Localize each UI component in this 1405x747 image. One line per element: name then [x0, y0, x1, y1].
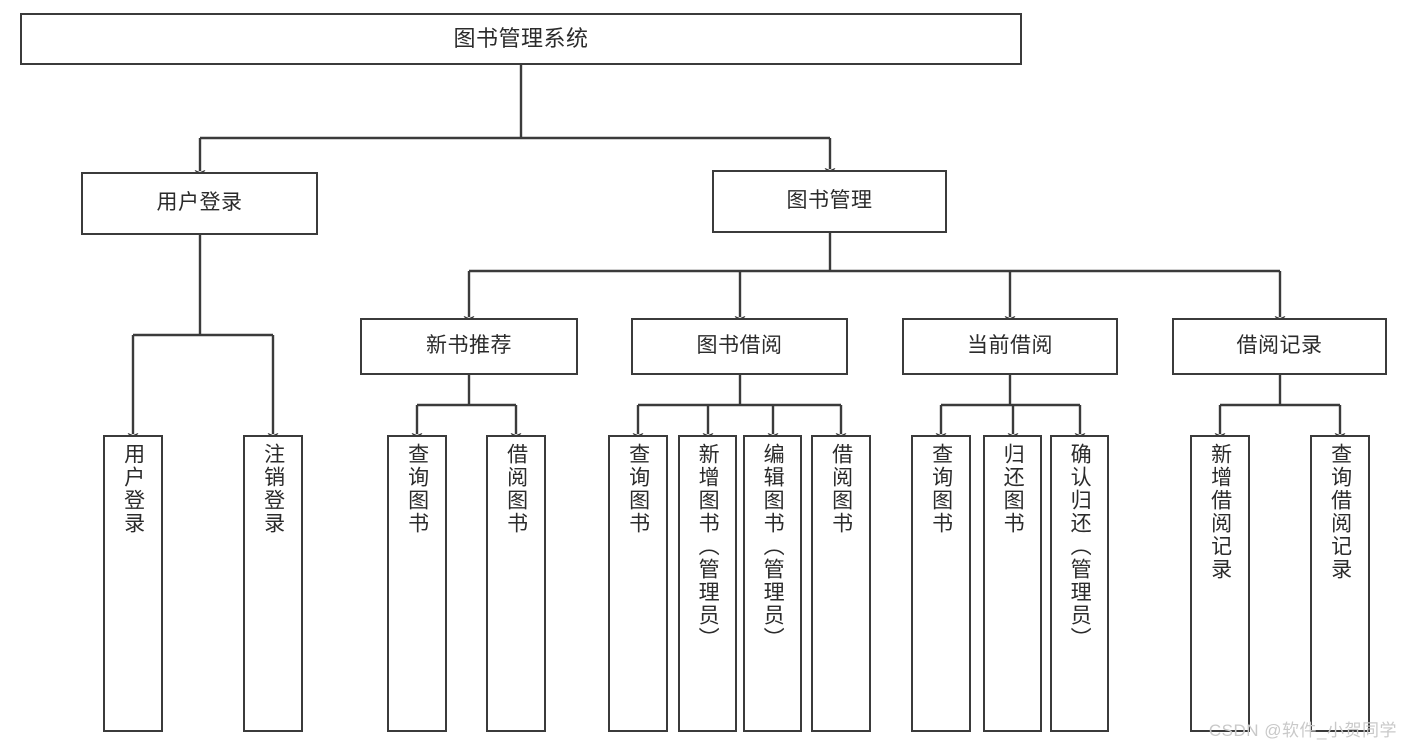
node-label-rc-query: 查询借阅记录	[1328, 443, 1352, 581]
node-label-bw-edit: 编辑图书（管理员）	[761, 443, 785, 650]
node-label-root: 图书管理系统	[453, 26, 589, 52]
node-bw-edit[interactable]: 编辑图书（管理员）	[743, 435, 802, 732]
node-label-current: 当前借阅	[967, 334, 1053, 358]
node-label-records: 借阅记录	[1236, 334, 1323, 358]
node-label-cb-return: 归还图书	[1001, 443, 1025, 535]
node-label-nb-borrow: 借阅图书	[504, 443, 528, 535]
node-label-userlogin: 用户登录	[121, 443, 145, 535]
node-login[interactable]: 用户登录	[81, 172, 318, 235]
node-label-bw-query: 查询图书	[626, 443, 650, 535]
node-rc-add[interactable]: 新增借阅记录	[1190, 435, 1250, 732]
node-rc-query[interactable]: 查询借阅记录	[1310, 435, 1370, 732]
node-label-bw-borrow: 借阅图书	[829, 443, 853, 535]
node-current[interactable]: 当前借阅	[902, 318, 1118, 375]
node-cb-query[interactable]: 查询图书	[911, 435, 971, 732]
node-cb-return[interactable]: 归还图书	[983, 435, 1042, 732]
node-label-userlogout: 注销登录	[261, 443, 285, 535]
node-bw-add[interactable]: 新增图书（管理员）	[678, 435, 737, 732]
node-root[interactable]: 图书管理系统	[20, 13, 1022, 65]
node-nb-query[interactable]: 查询图书	[387, 435, 447, 732]
node-label-login: 用户登录	[156, 191, 243, 215]
csdn-watermark: CSDN @软件_小贺同学	[1208, 721, 1397, 740]
node-userlogin[interactable]: 用户登录	[103, 435, 163, 732]
node-label-cb-query: 查询图书	[929, 443, 953, 535]
node-borrow[interactable]: 图书借阅	[631, 318, 848, 375]
node-label-nb-query: 查询图书	[405, 443, 429, 535]
node-bw-query[interactable]: 查询图书	[608, 435, 668, 732]
node-label-newbooks: 新书推荐	[426, 334, 512, 358]
node-bookmgmt[interactable]: 图书管理	[712, 170, 947, 233]
node-label-rc-add: 新增借阅记录	[1208, 443, 1232, 581]
node-nb-borrow[interactable]: 借阅图书	[486, 435, 546, 732]
node-records[interactable]: 借阅记录	[1172, 318, 1387, 375]
node-label-borrow: 图书借阅	[696, 334, 783, 358]
node-bw-borrow[interactable]: 借阅图书	[811, 435, 871, 732]
node-newbooks[interactable]: 新书推荐	[360, 318, 578, 375]
node-label-cb-confirm: 确认归还（管理员）	[1068, 443, 1092, 650]
node-cb-confirm[interactable]: 确认归还（管理员）	[1050, 435, 1109, 732]
node-userlogout[interactable]: 注销登录	[243, 435, 303, 732]
node-label-bookmgmt: 图书管理	[786, 189, 873, 213]
node-label-bw-add: 新增图书（管理员）	[696, 443, 720, 650]
